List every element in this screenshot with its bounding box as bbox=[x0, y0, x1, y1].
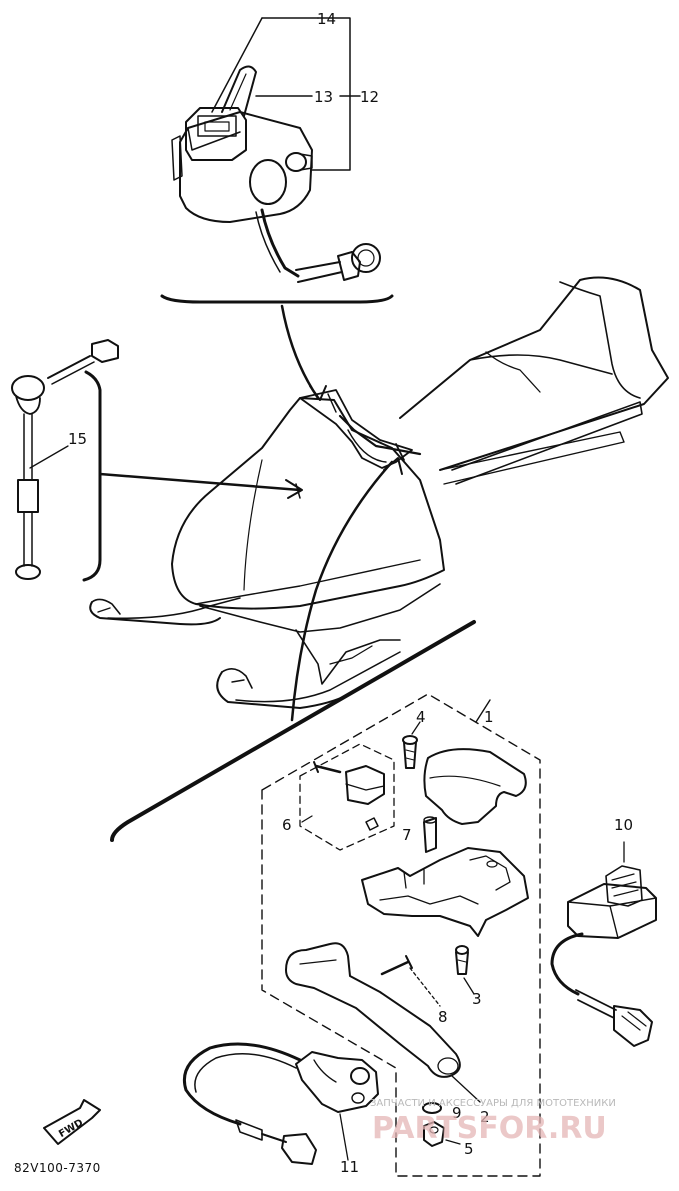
leader-15 bbox=[29, 445, 69, 469]
section-divider-line bbox=[110, 620, 476, 842]
part-3-bolt bbox=[455, 945, 469, 975]
callout-7: 7 bbox=[402, 826, 412, 844]
part-7-pin bbox=[423, 816, 437, 853]
leader-arrow-15 bbox=[98, 472, 302, 492]
assembly-bracket-top bbox=[160, 294, 394, 304]
part-15-cable-sensor bbox=[11, 339, 119, 580]
lever-assembly-boundary bbox=[261, 693, 541, 1177]
callout-3: 3 bbox=[472, 990, 482, 1008]
callout-5: 5 bbox=[464, 1140, 474, 1158]
callout-6: 6 bbox=[282, 816, 292, 834]
leader-arrow-lever bbox=[290, 460, 394, 722]
assembly-bracket-15 bbox=[82, 370, 102, 582]
throttle-switch-assembly bbox=[171, 65, 381, 283]
part-5-nut bbox=[423, 1121, 445, 1147]
callout-9: 9 bbox=[452, 1104, 462, 1122]
part-11-switch-cable bbox=[183, 1042, 379, 1165]
watermark-tagline: ЗАПЧАСТИ И АКСЕССУАРЫ ДЛЯ МОТОТЕХНИКИ bbox=[370, 1098, 616, 1109]
callout-13: 13 bbox=[314, 88, 333, 106]
callout-14: 14 bbox=[317, 10, 336, 28]
brake-lever bbox=[285, 942, 461, 1078]
watermark-brand: PARTSFOR.RU bbox=[372, 1111, 607, 1146]
master-cylinder-cover bbox=[423, 748, 527, 825]
part-4-screw bbox=[402, 735, 418, 769]
part-8-screw bbox=[380, 955, 413, 976]
callout-15: 15 bbox=[68, 430, 87, 448]
callout-11: 11 bbox=[340, 1158, 359, 1176]
part-10-module bbox=[550, 865, 657, 1047]
snowmobile-illustration bbox=[89, 276, 669, 709]
callout-10: 10 bbox=[614, 816, 633, 834]
callout-4: 4 bbox=[416, 708, 426, 726]
callout-12: 12 bbox=[360, 88, 379, 106]
leader-1 bbox=[475, 699, 491, 723]
fwd-direction-arrow: FWD bbox=[43, 1099, 101, 1145]
callout-1: 1 bbox=[484, 708, 494, 726]
part-6-subgroup bbox=[299, 743, 395, 851]
callout-2: 2 bbox=[480, 1108, 490, 1126]
leader-arrow-switch bbox=[280, 304, 320, 400]
drawing-code: 82V100-7370 bbox=[14, 1161, 101, 1175]
callout-8: 8 bbox=[438, 1008, 448, 1026]
part-9-washer bbox=[422, 1102, 442, 1114]
callout-leaders-top bbox=[211, 17, 361, 171]
fwd-label: FWD bbox=[57, 1117, 85, 1140]
lever-bracket bbox=[361, 847, 529, 937]
